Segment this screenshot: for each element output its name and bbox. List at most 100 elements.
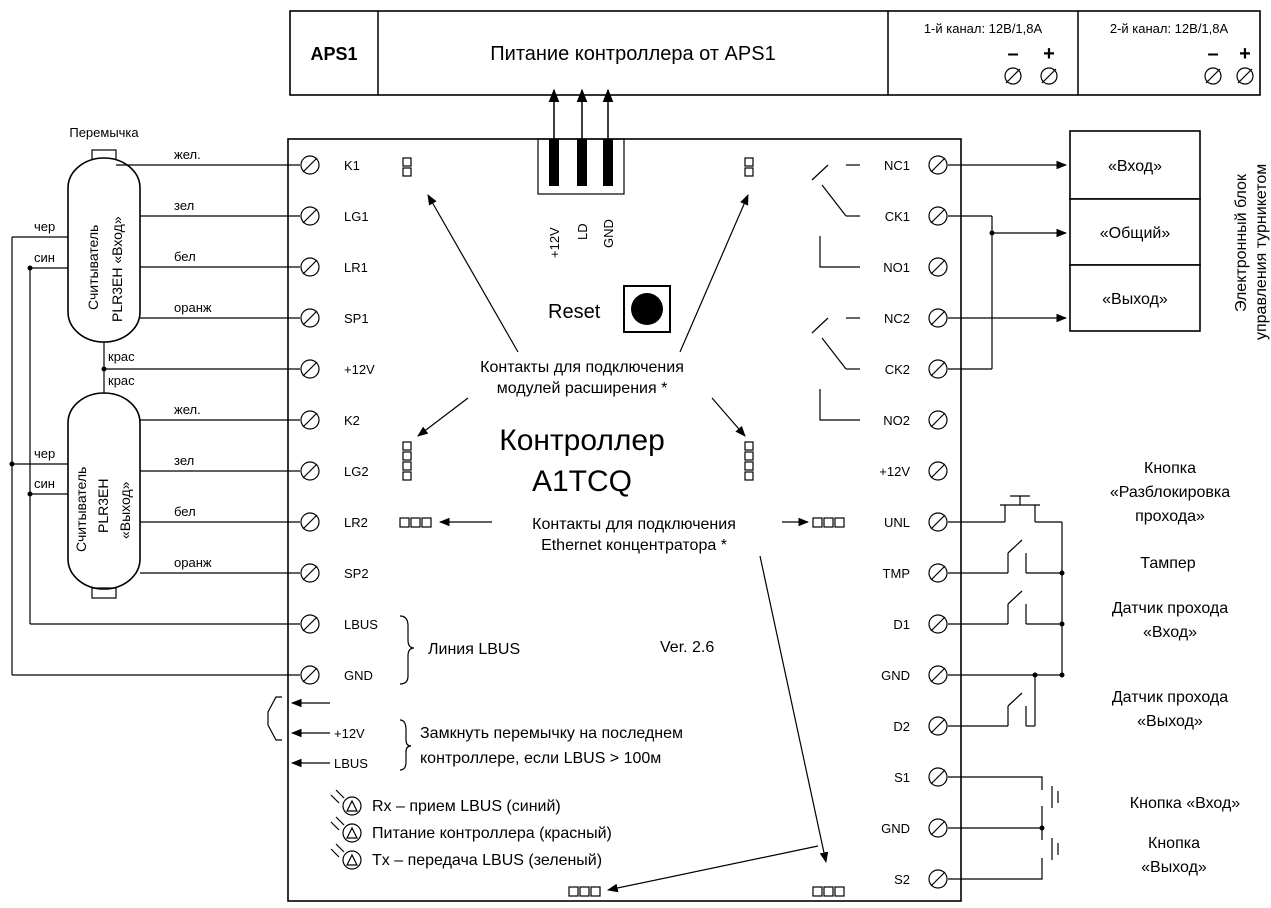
- terminal-label-k1: K1: [344, 158, 360, 173]
- aps1-ch2-minus: –: [1207, 43, 1218, 65]
- terminal-label-tmp: TMP: [883, 566, 910, 581]
- turnstile-in: «Вход»: [1108, 158, 1162, 175]
- lbus-brace: [399, 615, 415, 685]
- terminal-label-gnd-right-1: GND: [881, 668, 910, 683]
- btn-out-label-2: «Выход»: [1141, 859, 1207, 876]
- wire-zel-1: зел: [174, 198, 194, 213]
- terminal-label-unl: UNL: [884, 515, 910, 530]
- terminal-label-ck2: CK2: [885, 362, 910, 377]
- power-arrows: [548, 88, 614, 140]
- unlock-label-2: «Разблокировка: [1110, 484, 1230, 501]
- btn-in-label: Кнопка «Вход»: [1130, 795, 1241, 812]
- controller-name-2: A1TCQ: [532, 465, 632, 498]
- led-tx-label: Tx – передача LBUS (зеленый): [372, 852, 602, 869]
- aps1-ch2-plus: +: [1239, 43, 1251, 65]
- expansion-arrows: [417, 194, 749, 437]
- wire-kras-1: крас: [108, 349, 135, 364]
- terminal-lg2: LG2: [300, 461, 369, 481]
- terminal-label-12v: +12V: [344, 362, 375, 377]
- controller-name-1: Контроллер: [499, 424, 665, 457]
- power-header: +12V LD GND: [537, 138, 625, 258]
- wire-bel-1: бел: [174, 249, 196, 264]
- terminal-label-lbus: LBUS: [344, 617, 378, 632]
- header-pin-gnd: GND: [601, 219, 616, 248]
- ethernet-label-2: Ethernet концентратора *: [541, 537, 727, 554]
- jumper-top-label: Перемычка: [69, 125, 139, 140]
- sensor-out-label-2: «Выход»: [1137, 713, 1203, 730]
- terminal-d1: D1: [893, 614, 948, 634]
- terminal-label-sp1: SP1: [344, 311, 369, 326]
- turnstile-side-2: управления турникетом: [1253, 164, 1270, 340]
- wire-bel-2: бел: [174, 504, 196, 519]
- wire-kras-2: крас: [108, 373, 135, 388]
- wire-zhel-1: жел.: [174, 147, 201, 162]
- terminal-gnd-left: GND: [300, 665, 373, 685]
- jumper-note-2: контроллере, если LBUS > 100м: [420, 750, 661, 767]
- terminal-label-no1: NO1: [883, 260, 910, 275]
- terminal-label-s2: S2: [894, 872, 910, 887]
- reader-2-line-3: «Выход»: [117, 481, 133, 539]
- terminal-label-d2: D2: [893, 719, 910, 734]
- left-terminal-column: K1 LG1 LR1 SP1 +12V K2 LG2 LR2 SP2 LBUS …: [300, 155, 378, 685]
- unlock-label-1: Кнопка: [1144, 460, 1196, 477]
- reader-2-line-2: PLR3EH: [95, 479, 111, 533]
- terminal-s2: S2: [894, 869, 948, 889]
- terminal-12v-right: +12V: [879, 461, 948, 481]
- terminal-label-nc2: NC2: [884, 311, 910, 326]
- aps1-ch1-plus: +: [1043, 43, 1055, 65]
- reader-1: Считыватель PLR3EH «Вход»: [67, 149, 141, 343]
- led-power-label: Питание контроллера (красный): [372, 825, 612, 842]
- aps1-channel-1: 1-й канал: 12В/1,8А: [924, 21, 1043, 36]
- aps1-channel-2: 2-й канал: 12В/1,8А: [1110, 21, 1229, 36]
- turnstile-side-1: Электронный блок: [1233, 173, 1250, 312]
- terminal-no2: NO2: [883, 410, 948, 430]
- lbus-line-label: Линия LBUS: [428, 641, 520, 658]
- turnstile-common: «Общий»: [1100, 225, 1171, 242]
- jumper-pin-12v: +12V: [334, 726, 365, 741]
- turnstile-out: «Выход»: [1102, 291, 1168, 308]
- terminal-nc1: NC1: [884, 155, 948, 175]
- lbus-jumper: +12V LBUS: [267, 696, 412, 771]
- right-terminal-column: NC1 CK1 NO1 NC2 CK2 NO2 +12V UNL TMP D1 …: [879, 155, 948, 889]
- wire-zhel-2: жел.: [174, 402, 201, 417]
- sensor-in-label-1: Датчик прохода: [1112, 600, 1228, 617]
- terminal-label-d1: D1: [893, 617, 910, 632]
- led-rx-icon: [330, 789, 362, 816]
- relay-2-symbol: [811, 317, 860, 421]
- reader-1-line-1: Считыватель: [85, 225, 101, 310]
- terminal-sp1: SP1: [300, 308, 369, 328]
- ethernet-arrows: [438, 517, 829, 893]
- wire-cher-2: чер: [34, 446, 55, 461]
- terminal-k2: K2: [300, 410, 360, 430]
- terminal-ck1: CK1: [885, 206, 948, 226]
- terminal-label-ck1: CK1: [885, 209, 910, 224]
- reset-button: Reset: [548, 285, 671, 333]
- wire-sin-1: син: [34, 250, 55, 265]
- terminal-gnd-right-2: GND: [881, 818, 948, 838]
- terminal-lr2: LR2: [300, 512, 368, 532]
- power-wires-readers: крас крас: [101, 342, 300, 393]
- reader-2: Считыватель PLR3EH «Выход»: [67, 392, 141, 599]
- terminal-k1: K1: [300, 155, 360, 175]
- sensor-out-label-1: Датчик прохода: [1112, 689, 1228, 706]
- aps1-ch1-minus: –: [1007, 43, 1018, 65]
- bus-wires: чер син чер син: [9, 219, 300, 676]
- ethernet-pads: [399, 517, 845, 897]
- turnstile-block: «Вход» «Общий» «Выход» Электронный блок …: [1069, 130, 1270, 340]
- terminal-tmp: TMP: [883, 563, 948, 583]
- terminal-d2: D2: [893, 716, 948, 736]
- right-inputs-wiring: [948, 495, 1065, 880]
- terminal-no1: NO1: [883, 257, 948, 277]
- status-leds: Rx – прием LBUS (синий) Питание контролл…: [330, 789, 612, 870]
- terminal-lr1: LR1: [300, 257, 368, 277]
- reader-2-line-1: Считыватель: [73, 467, 89, 552]
- terminal-label-gnd-left: GND: [344, 668, 373, 683]
- terminal-12v: +12V: [300, 359, 375, 379]
- wire-cher-1: чер: [34, 219, 55, 234]
- terminal-nc2: NC2: [884, 308, 948, 328]
- wire-oranzh-1: оранж: [174, 300, 212, 315]
- terminal-label-lg1: LG1: [344, 209, 369, 224]
- reset-label: Reset: [548, 301, 601, 323]
- terminal-label-lg2: LG2: [344, 464, 369, 479]
- wire-oranzh-2: оранж: [174, 555, 212, 570]
